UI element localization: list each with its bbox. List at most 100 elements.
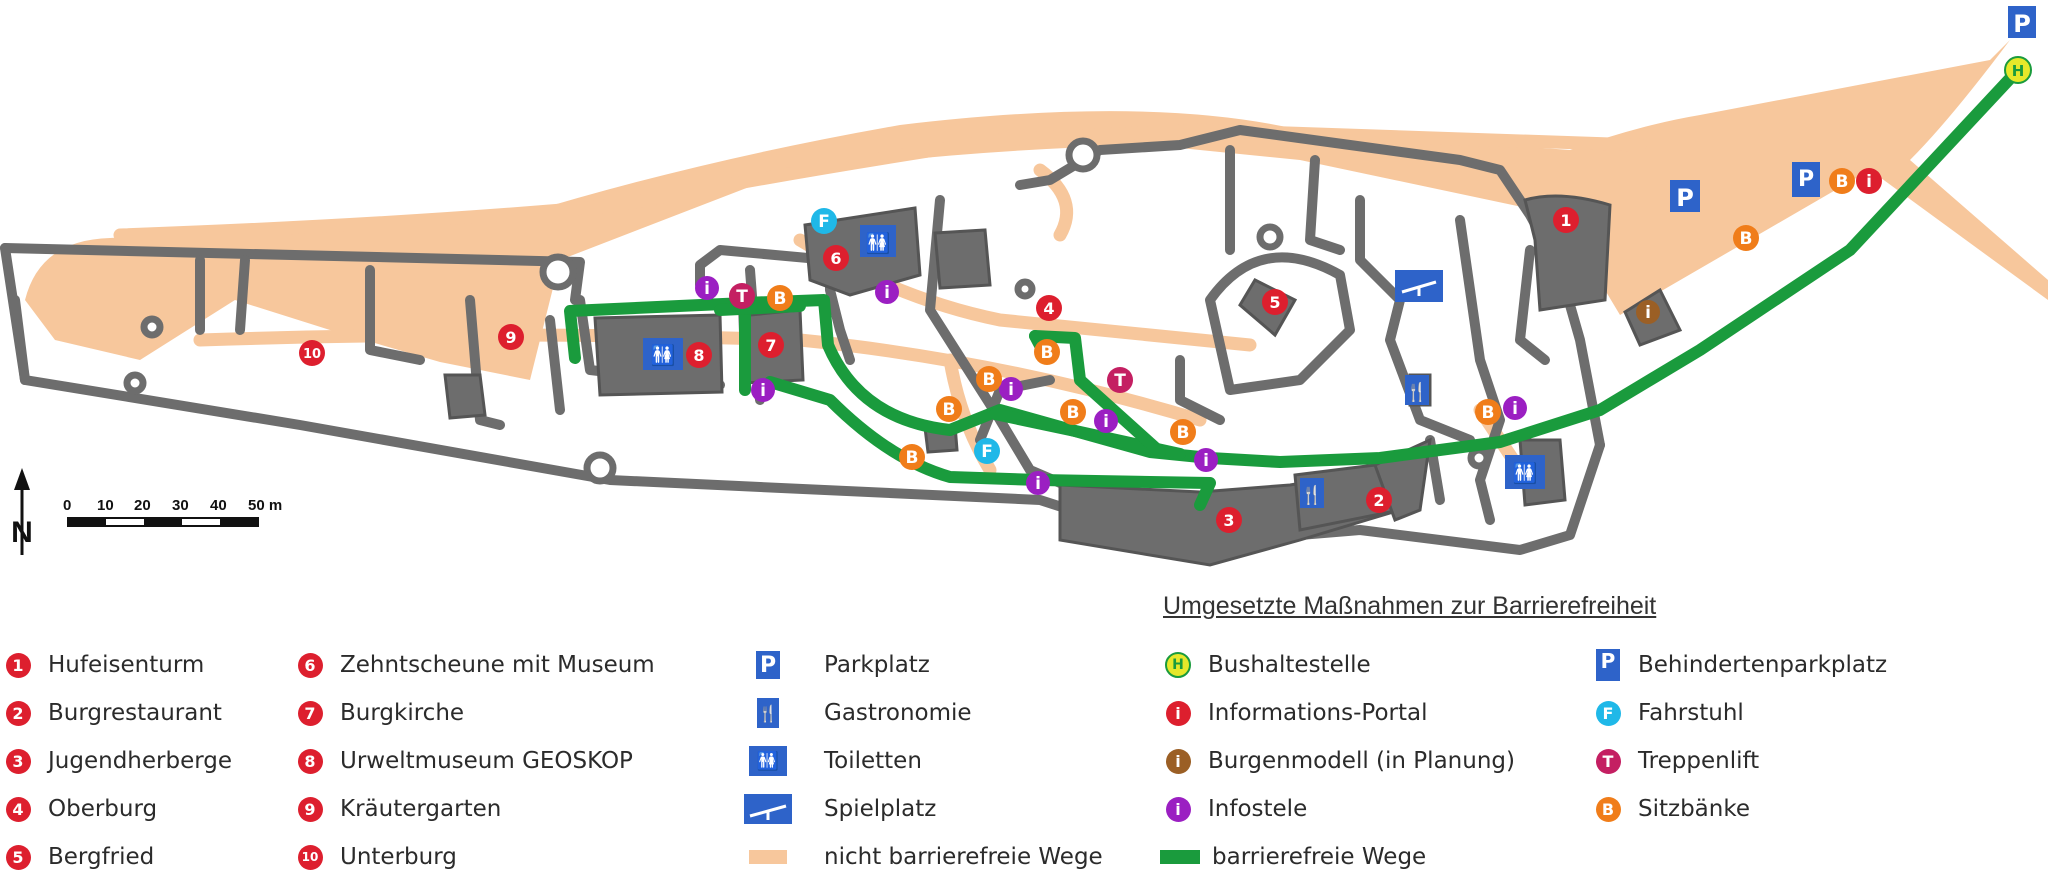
- elevator-icon: F: [1595, 700, 1621, 726]
- map-facility-icons: P P P 🚻 🚻 🚻 🍴 🍴: [643, 6, 2036, 508]
- bus-stop-icon: H: [2004, 56, 2032, 84]
- svg-text:B: B: [1041, 343, 1054, 363]
- bench-icon: B: [899, 444, 925, 470]
- toilet-icon: 🚻: [643, 338, 683, 370]
- svg-text:2: 2: [1373, 491, 1384, 510]
- north-arrow: N: [11, 468, 33, 555]
- info-stele-icon: i: [1026, 471, 1050, 495]
- legend-heading: Umgesetzte Maßnahmen zur Barrierefreihei…: [1163, 592, 1657, 620]
- svg-text:5: 5: [1269, 293, 1280, 312]
- restaurant-icon: 🍴: [1300, 478, 1324, 508]
- scale-tick: 50 m: [248, 497, 282, 514]
- parking-icon: P: [1670, 180, 1700, 212]
- poi-marker-7: 7: [758, 332, 784, 358]
- path-non-accessible-swatch: [749, 850, 787, 864]
- disabled-parking-icon: P: [1792, 162, 1820, 197]
- parking-letter: P: [1676, 184, 1694, 212]
- poi-marker-8: 8: [686, 342, 712, 368]
- poi-marker-9: 9: [498, 324, 524, 350]
- info-stele-icon: i: [1165, 796, 1191, 822]
- accessibility-markers: i i i i i i i i i i H F F T T B B B B B …: [695, 56, 2032, 495]
- parking-icon: P: [756, 651, 780, 679]
- bench-icon: B: [1475, 399, 1501, 425]
- poi-marker-5: 5: [1262, 289, 1288, 315]
- svg-text:i: i: [704, 279, 710, 299]
- svg-text:N: N: [11, 516, 33, 549]
- poi-marker-3: 3: [1216, 507, 1242, 533]
- svg-text:i: i: [760, 381, 766, 401]
- restaurant-icon: 🍴: [757, 698, 779, 728]
- svg-text:B: B: [1740, 229, 1753, 249]
- stairlift-icon: T: [729, 283, 755, 309]
- svg-text:F: F: [981, 442, 993, 462]
- svg-text:i: i: [1645, 303, 1651, 323]
- parking-letter: P: [2013, 10, 2031, 38]
- castle-site-map: P P P 🚻 🚻 🚻 🍴 🍴: [0, 6, 2048, 567]
- svg-text:🚻: 🚻: [866, 231, 891, 255]
- svg-text:4: 4: [1043, 299, 1054, 318]
- path-accessible-swatch: [1160, 850, 1200, 864]
- svg-text:10: 10: [303, 347, 321, 362]
- restaurant-icon: 🍴: [1405, 375, 1429, 405]
- bench-icon: B: [1829, 168, 1855, 194]
- info-stele-icon: i: [1194, 448, 1218, 472]
- parking-letter: P: [1798, 167, 1814, 192]
- svg-text:i: i: [1103, 412, 1109, 432]
- svg-text:1: 1: [1560, 211, 1571, 230]
- info-stele-icon: i: [1503, 396, 1527, 420]
- wall-towers: [123, 137, 1491, 485]
- svg-text:i: i: [1512, 399, 1518, 419]
- svg-text:i: i: [884, 283, 890, 303]
- elevator-icon: F: [811, 208, 837, 234]
- poi-markers: 1 2 3 4 5 6 7 8 9 10: [299, 207, 1579, 533]
- playground-icon: [744, 794, 792, 824]
- scale-tick: 10: [97, 497, 114, 514]
- svg-text:F: F: [818, 212, 830, 232]
- parking-icon: P: [2008, 6, 2036, 38]
- svg-text:B: B: [943, 400, 956, 420]
- info-stele-icon: i: [1094, 409, 1118, 433]
- info-stele-icon: i: [875, 280, 899, 304]
- stairlift-icon: T: [1595, 748, 1621, 774]
- svg-text:8: 8: [693, 346, 704, 365]
- legend-playground: Spielplatz: [744, 792, 936, 826]
- svg-text:B: B: [774, 289, 787, 309]
- bench-icon: B: [1034, 339, 1060, 365]
- info-stele-icon: i: [695, 276, 719, 300]
- information-portal-icon: i: [1856, 168, 1882, 194]
- svg-text:B: B: [1067, 403, 1080, 423]
- toilet-icon: 🚻: [860, 225, 896, 257]
- poi-marker-2: 2: [1366, 487, 1392, 513]
- svg-text:B: B: [1482, 403, 1495, 423]
- poi-marker-4: 4: [1036, 295, 1062, 321]
- svg-text:B: B: [906, 448, 919, 468]
- toilet-icon: 🚻: [749, 746, 787, 776]
- bench-icon: B: [1733, 225, 1759, 251]
- castle-model-icon: i: [1636, 300, 1660, 324]
- svg-text:B: B: [1177, 423, 1190, 443]
- svg-text:🍴: 🍴: [1301, 484, 1323, 506]
- legend-gastronomy: 🍴 Gastronomie: [757, 698, 972, 728]
- svg-text:🚻: 🚻: [1513, 461, 1538, 485]
- legend-toilets: 🚻 Toiletten: [748, 744, 922, 778]
- legend-non-accessible-paths: nicht barrierefreie Wege: [748, 840, 1103, 874]
- svg-text:H: H: [2012, 62, 2025, 80]
- info-stele-icon: i: [999, 377, 1023, 401]
- scale-tick: 20: [134, 497, 151, 514]
- legend-parking: P Parkplatz: [748, 648, 930, 682]
- bench-icon: B: [976, 366, 1002, 392]
